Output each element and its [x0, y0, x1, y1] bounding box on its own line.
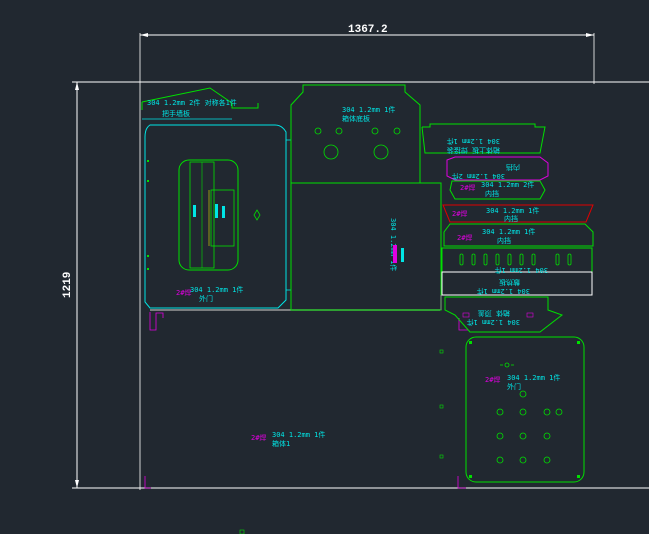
vertical-panel-spec: 304 1.2mm 1件	[389, 218, 398, 271]
inner-bracket-a[interactable]: 内挡 304 1.2mm 2件 2#焊 304 1.2mm 2件 内挡	[446, 156, 549, 200]
right-door-name: 外门	[507, 382, 521, 391]
right-door-spec: 304 1.2mm 1件	[507, 373, 560, 382]
cabinet-bottom-plate[interactable]: 304 1.2mm 1件 箱体底板	[290, 84, 421, 183]
width-dimension: 1367.2	[139, 24, 595, 490]
inner-box-top-plate[interactable]: 304 1.2mm 1件 箱体上板 焊接装	[421, 123, 546, 155]
left-door-spec: 304 1.2mm 1件	[190, 285, 243, 294]
handle-plate-spec: 304 1.2mm 2件 对称各1件	[147, 98, 237, 107]
inner-top-name: 箱体上板 焊接装	[447, 146, 500, 155]
bracket-a-name: 内挡	[506, 163, 520, 172]
handle-plate-name: 把手墙板	[162, 109, 190, 118]
bracket-a-spec-flipped: 304 1.2mm 2件	[452, 172, 505, 181]
width-dimension-label: 1367.2	[348, 24, 388, 36]
right-door-tag: 2#焊	[485, 375, 500, 384]
slot-panel-name: 散热板	[499, 278, 520, 287]
cabinet-body-spec: 304 1.2mm 1件	[272, 430, 325, 439]
bottom-plate-spec: 304 1.2mm 1件	[342, 105, 395, 114]
bottom-plate-name: 箱体底板	[342, 114, 370, 123]
cabinet-body-label: 2#焊 304 1.2mm 1件 箱体1	[251, 430, 325, 448]
slot-panel-spec-2: 304 1.2mm 1件	[477, 287, 530, 296]
height-dimension-label: 1219	[62, 272, 74, 298]
bracket-a-spec: 304 1.2mm 2件	[481, 180, 534, 189]
lower-cover-spec: 304 1.2mm 1件	[467, 318, 520, 327]
bracket-b-name: 内挡	[504, 214, 518, 223]
bracket-b-tag: 2#焊	[452, 209, 467, 218]
bracket-a-tag: 2#焊	[460, 183, 475, 192]
slot-panel-spec: 304 1.2mm 1件	[495, 266, 548, 275]
cabinet-body-outline	[144, 309, 468, 534]
handle-wall-plate[interactable]: 304 1.2mm 2件 对称各1件 把手墙板	[141, 87, 259, 120]
bracket-c-spec: 304 1.2mm 1件	[482, 227, 535, 236]
bracket-a-sub-name: 内挡	[485, 189, 499, 198]
inner-bracket-c[interactable]: 2#焊 304 1.2mm 1件 内挡	[443, 223, 594, 247]
cabinet-body-name: 箱体1	[272, 439, 290, 448]
inner-top-spec: 304 1.2mm 1件	[447, 137, 500, 146]
vertical-panel[interactable]: 304 1.2mm 1件	[290, 182, 442, 311]
outer-door-right[interactable]: 2#焊 304 1.2mm 1件 外门	[465, 336, 585, 483]
left-door-name: 外门	[199, 294, 213, 303]
bracket-c-name: 内挡	[497, 236, 511, 245]
lower-cover[interactable]: 箱体 顶盖 304 1.2mm 1件	[444, 296, 564, 333]
outer-door-left[interactable]: 2#焊 304 1.2mm 1件 外门	[144, 124, 291, 309]
door-holes	[496, 390, 563, 464]
bracket-c-tag: 2#焊	[457, 233, 472, 242]
vent-slots	[459, 253, 572, 266]
cabinet-body-tag: 2#焊	[251, 433, 266, 442]
height-dimension: 1219	[62, 81, 649, 489]
slotted-heat-panel[interactable]: 304 1.2mm 1件 304 1.2mm 1件 散热板	[440, 247, 593, 310]
bracket-b-spec: 304 1.2mm 1件	[486, 206, 539, 215]
lower-cover-name: 箱体 顶盖	[478, 309, 510, 318]
inner-bracket-b[interactable]: 2#焊 304 1.2mm 1件 内挡	[442, 204, 594, 223]
left-door-tag: 2#焊	[176, 288, 191, 297]
